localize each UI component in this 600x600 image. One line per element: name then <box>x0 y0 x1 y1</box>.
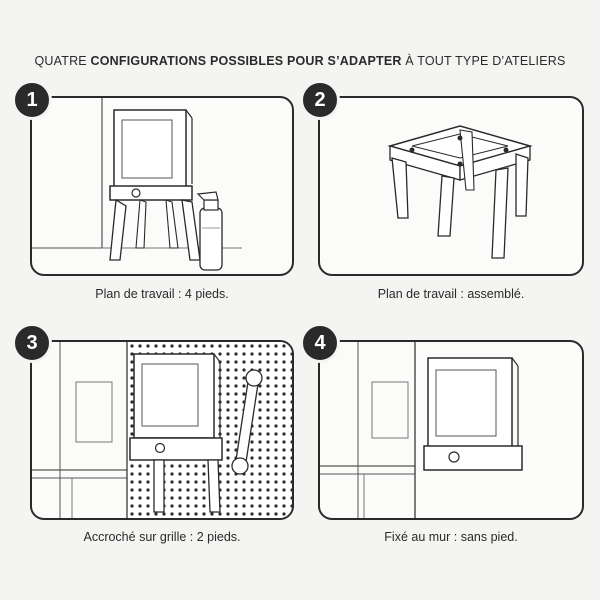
heading-suffix: À TOUT TYPE D’ATELIERS <box>401 54 566 68</box>
page-heading: QUATRE CONFIGURATIONS POSSIBLES POUR S’A… <box>0 54 600 68</box>
panel-4-illustration <box>320 342 523 518</box>
panel-4 <box>318 340 584 520</box>
panel-3 <box>30 340 294 520</box>
panel-3-number-badge: 3 <box>12 323 52 363</box>
panel-2-illustration <box>387 125 533 259</box>
panel-2 <box>318 96 584 276</box>
panel-1 <box>30 96 294 276</box>
panel-1-number-badge: 1 <box>12 80 52 120</box>
panel-1-illustration <box>32 98 242 271</box>
panel-4-number-badge: 4 <box>300 323 340 363</box>
panel-3-caption: Accroché sur grille : 2 pieds. <box>83 530 241 544</box>
panel-1-caption: Plan de travail : 4 pieds. <box>95 287 229 301</box>
heading-prefix: QUATRE <box>34 54 91 68</box>
panel-2-number-badge: 2 <box>300 80 340 120</box>
panel-2-caption: Plan de travail : assemblé. <box>377 287 525 301</box>
panel-4-caption: Fixé au mur : sans pied. <box>384 530 518 544</box>
heading-bold: CONFIGURATIONS POSSIBLES POUR S’ADAPTER <box>90 54 402 68</box>
panel-3-illustration <box>32 342 292 518</box>
